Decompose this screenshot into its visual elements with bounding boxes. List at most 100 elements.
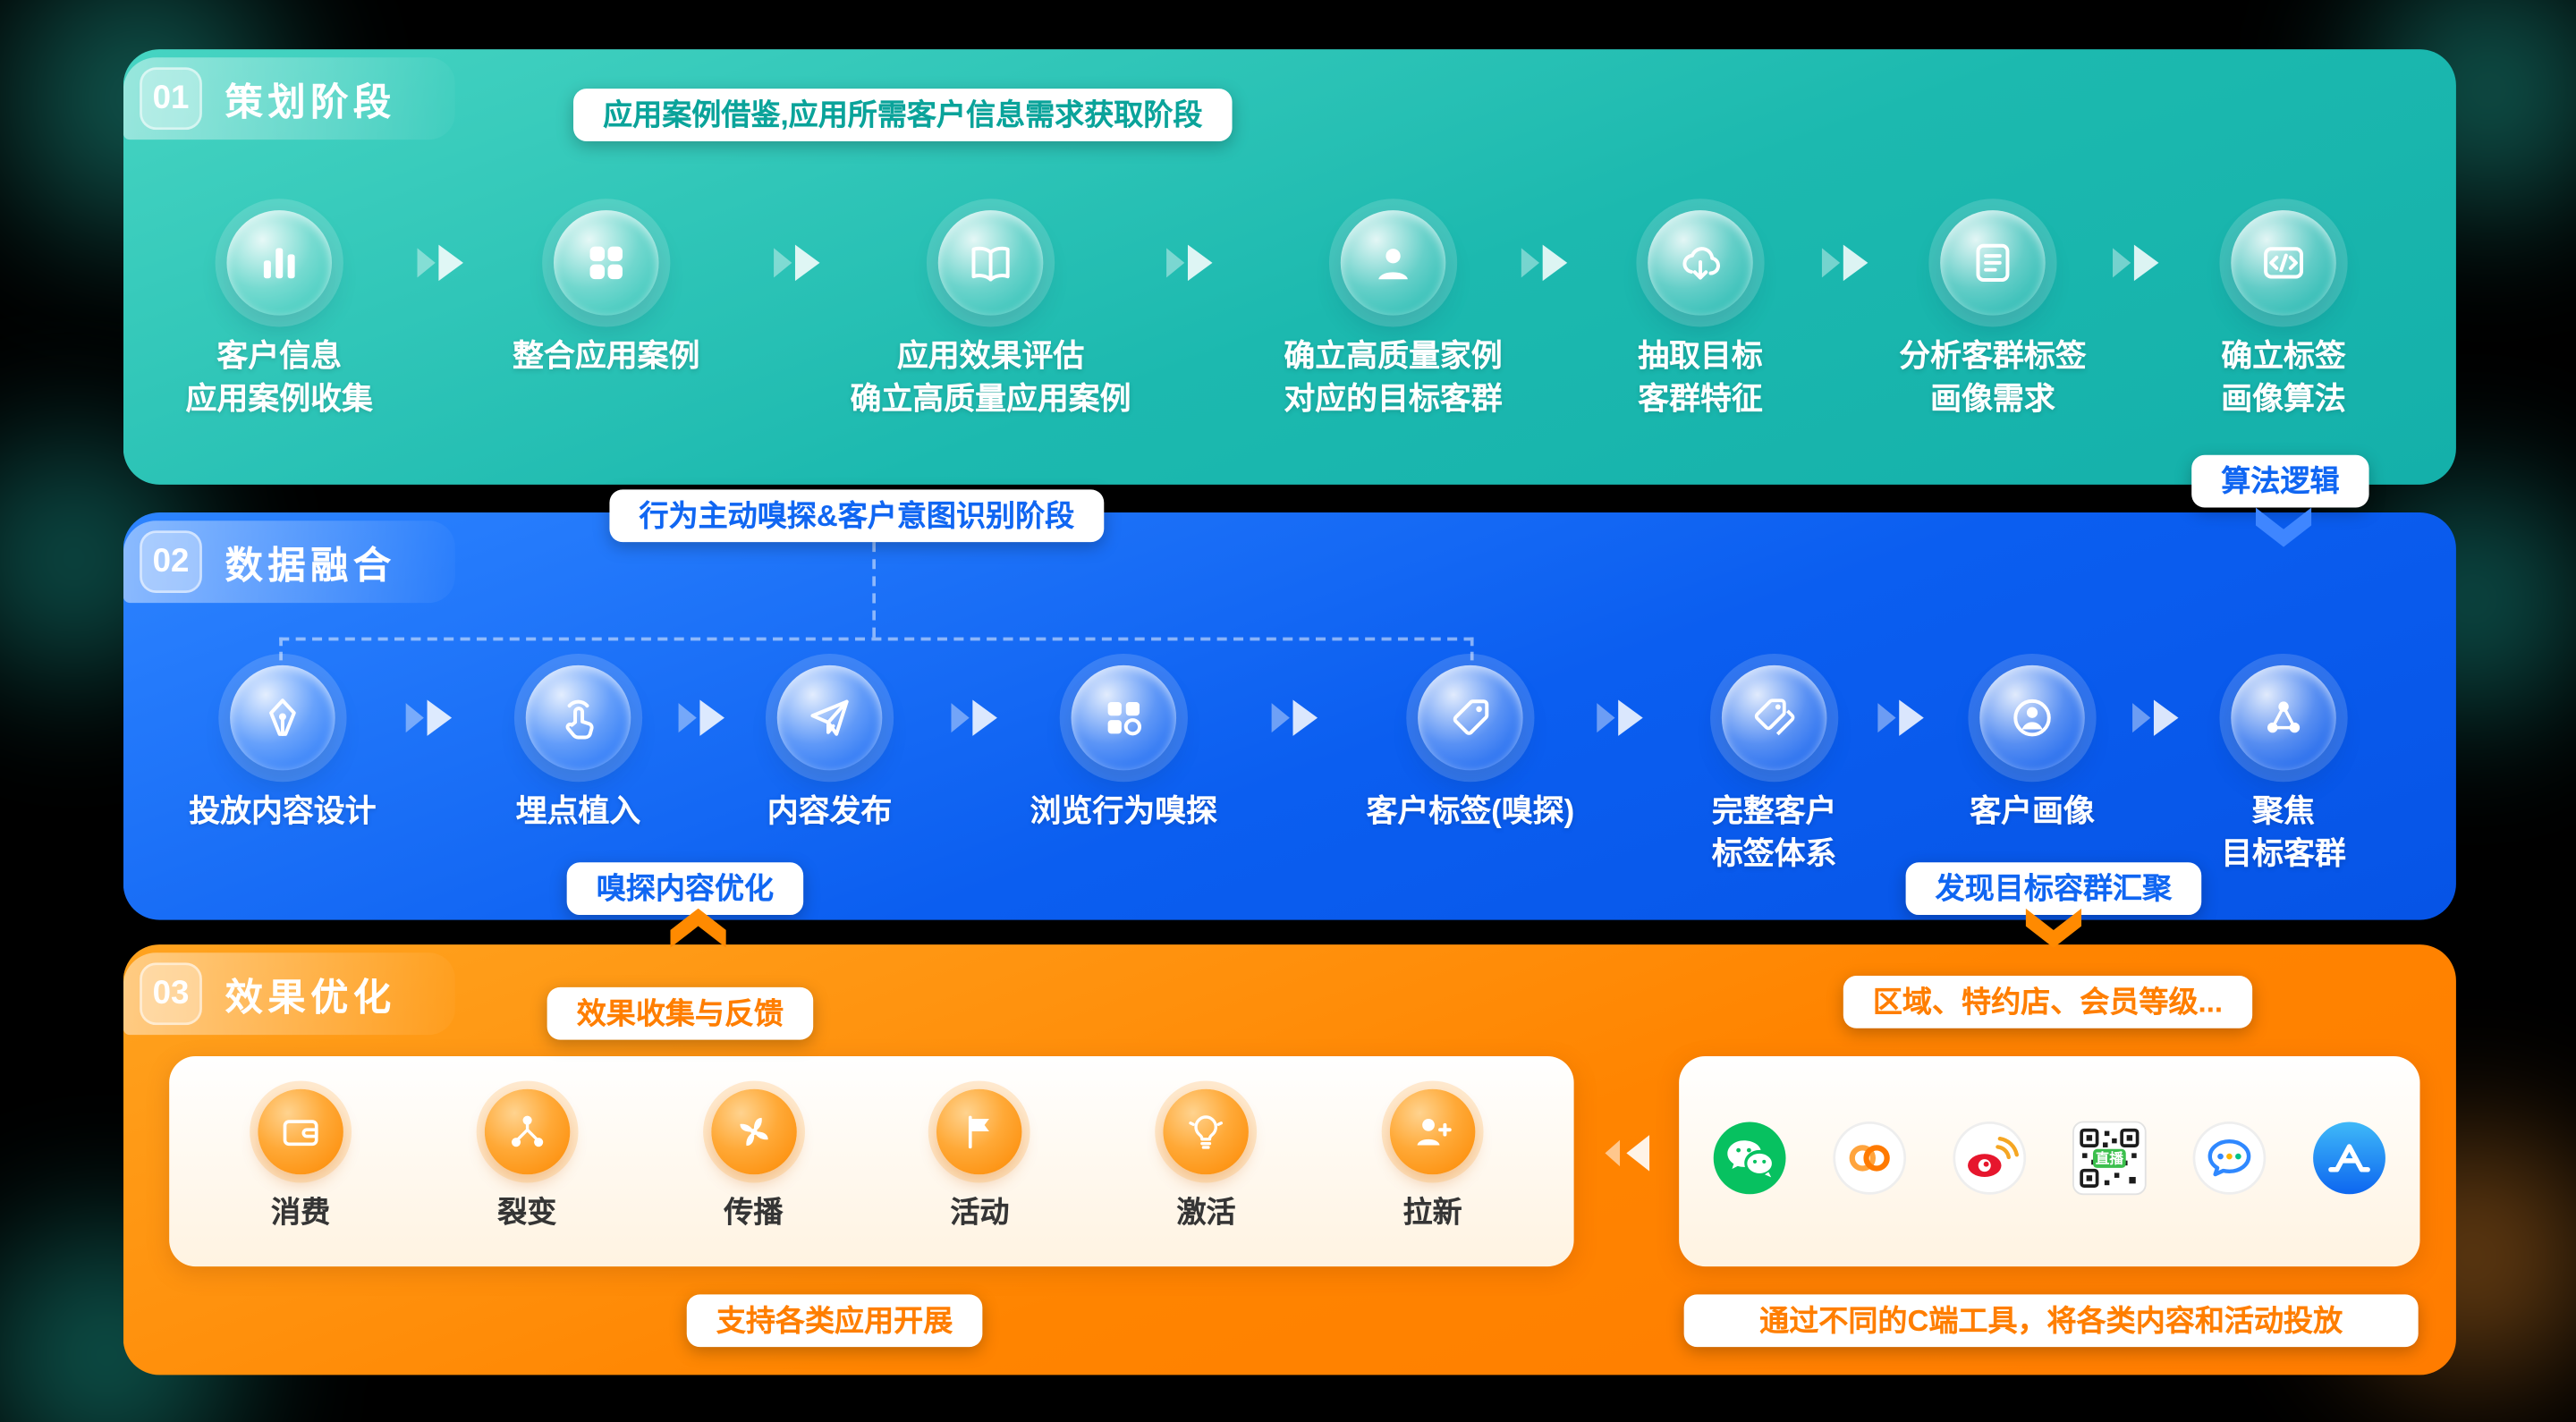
weibo-icon [1952,1120,2027,1204]
send-icon [776,664,883,771]
flow-arrow-left-icon [1605,1135,1650,1172]
phase-1-planning: 01 策划阶段 应用案例借鉴,应用所需客户信息需求获取阶段 客户信息 应用案例收… [123,49,2456,485]
user-icon [1340,210,1446,316]
step-label: 完整客户 标签体系 [1711,794,1837,872]
appstore-icon [2311,1120,2386,1204]
channels-card: 直播 [1679,1056,2420,1267]
step-label: 客户标签(嗅探) [1366,794,1575,830]
book-icon [937,210,1044,316]
cloud-download-icon [1648,210,1753,316]
phase-3-effect-optimization: 03 效果优化 效果收集与反馈 区域、特约店、会员等级... 消费 裂变 [123,944,2456,1375]
step-label: 抽取目标 客群特征 [1638,340,1763,417]
bar-chart-icon [226,210,333,316]
phase1-step-analyze-tags: 分析客群标签 画像需求 [1836,210,2148,421]
feedback-tag: 效果收集与反馈 [547,986,814,1040]
app-label: 激活 [1176,1196,1236,1229]
phase2-step-publish: 内容发布 [690,664,969,834]
region-tag: 区域、特约店、会员等级... [1843,976,2253,1028]
flow-arrow-icon [1877,699,1924,736]
sniff-optimize-tag: 嗅探内容优化 [566,862,804,916]
step-label: 应用效果评估 确立高质量应用案例 [850,340,1131,417]
step-label: 内容发布 [767,794,893,830]
apps-support-tag: 支持各类应用开展 [686,1294,983,1348]
flow-arrow-icon [774,244,820,282]
dashed-connector [872,542,876,638]
flow-arrow-icon [2132,699,2179,736]
app-activate: 激活 [1137,1088,1275,1232]
app-label: 活动 [950,1196,1010,1229]
phase-1-banner: 应用案例借鉴,应用所需客户信息需求获取阶段 [573,89,1233,141]
step-label: 聚焦 目标客群 [2221,794,2346,872]
channels-tag: 通过不同的C端工具，将各类内容和活动投放 [1683,1294,2419,1348]
app-label: 裂变 [497,1196,557,1229]
fan-icon [710,1088,797,1175]
user-plus-icon [1389,1088,1476,1175]
flow-arrow-icon [1271,699,1318,736]
step-label: 投放内容设计 [189,794,377,830]
phase2-step-content-design: 投放内容设计 [143,664,422,834]
phase-3-title: 效果优化 [225,976,396,1019]
flow-arrow-icon [951,699,997,736]
code-icon [2231,210,2336,316]
app-label: 拉新 [1402,1196,1462,1229]
live-badge-label: 直播 [2096,1148,2124,1165]
phase2-step-tag-system: 完整客户 标签体系 [1635,664,1914,876]
phase2-step-customer-tag: 客户标签(嗅探) [1331,664,1610,834]
wechat-icon [1712,1120,1787,1204]
live-qrcode-icon: 直播 [2072,1120,2147,1204]
network-icon [2231,664,2336,771]
tags-icon [1721,664,1827,771]
app-label: 消费 [271,1196,331,1229]
browse-grid-icon [1071,664,1177,771]
pen-icon [230,664,335,771]
wechat-channels-icon [1832,1120,1907,1204]
phase-1-badge: 01 策划阶段 [123,57,455,140]
app-activity: 活动 [911,1088,1048,1232]
phase2-step-tracking: 埋点植入 [438,664,717,834]
phase-3-badge: 03 效果优化 [123,952,455,1036]
step-label: 分析客群标签 画像需求 [1899,340,2087,417]
phase-3-number: 03 [140,962,202,1026]
app-grid-icon [553,210,659,316]
wallet-icon [258,1088,343,1175]
step-label: 浏览行为嗅探 [1030,794,1218,830]
phase2-step-focus-group: 聚焦 目标客群 [2144,664,2423,876]
flow-arrow-icon [417,244,463,282]
flow-arrow-icon [1166,244,1213,282]
algorithm-logic-tag: 算法逻辑 [2191,454,2369,508]
flow-arrow-icon [2113,244,2159,282]
phase-2-number: 02 [140,530,202,594]
app-acquire: 拉新 [1363,1088,1501,1232]
phase-1-title: 策划阶段 [225,80,396,123]
user-portrait-icon [1979,664,2085,771]
app-label: 传播 [724,1196,784,1229]
step-label: 确立高质量家例 对应的目标客群 [1284,340,1503,417]
phase1-step-algorithm: 确立标签 画像算法 [2128,210,2440,421]
flow-arrow-icon [405,699,453,736]
document-list-icon [1940,210,2046,316]
step-label: 整合应用案例 [513,340,700,375]
app-fission: 裂变 [458,1088,596,1232]
step-label: 客户画像 [1970,794,2095,830]
flow-arrow-icon [1821,244,1868,282]
dashed-scope-bracket [279,637,1474,661]
phase1-step-customer-info: 客户信息 应用案例收集 [123,210,436,421]
app-consume: 消费 [232,1088,369,1232]
tag-icon [1418,664,1523,771]
phase-2-banner: 行为主动嗅探&客户意图识别阶段 [609,489,1105,543]
phase1-step-integrate-cases: 整合应用案例 [450,210,762,379]
flow-arrow-icon [678,699,724,736]
step-label: 确立标签 画像算法 [2221,340,2346,417]
phase1-step-extract-features: 抽取目标 客群特征 [1545,210,1857,421]
step-label: 埋点植入 [515,794,641,830]
phase1-step-evaluate: 应用效果评估 确立高质量应用案例 [835,210,1147,421]
chat-icon [2191,1120,2267,1204]
bulb-icon [1163,1088,1250,1175]
flag-icon [936,1088,1023,1175]
phase-2-data-fusion: 02 数据融合 行为主动嗅探&客户意图识别阶段 投放内容设计 埋点植入 内容发布 [123,489,2456,920]
phase2-step-browse-sniff: 浏览行为嗅探 [984,664,1263,834]
applications-card: 消费 裂变 传播 活动 [169,1056,1574,1267]
target-gather-tag: 发现目标容群汇聚 [1905,862,2202,916]
